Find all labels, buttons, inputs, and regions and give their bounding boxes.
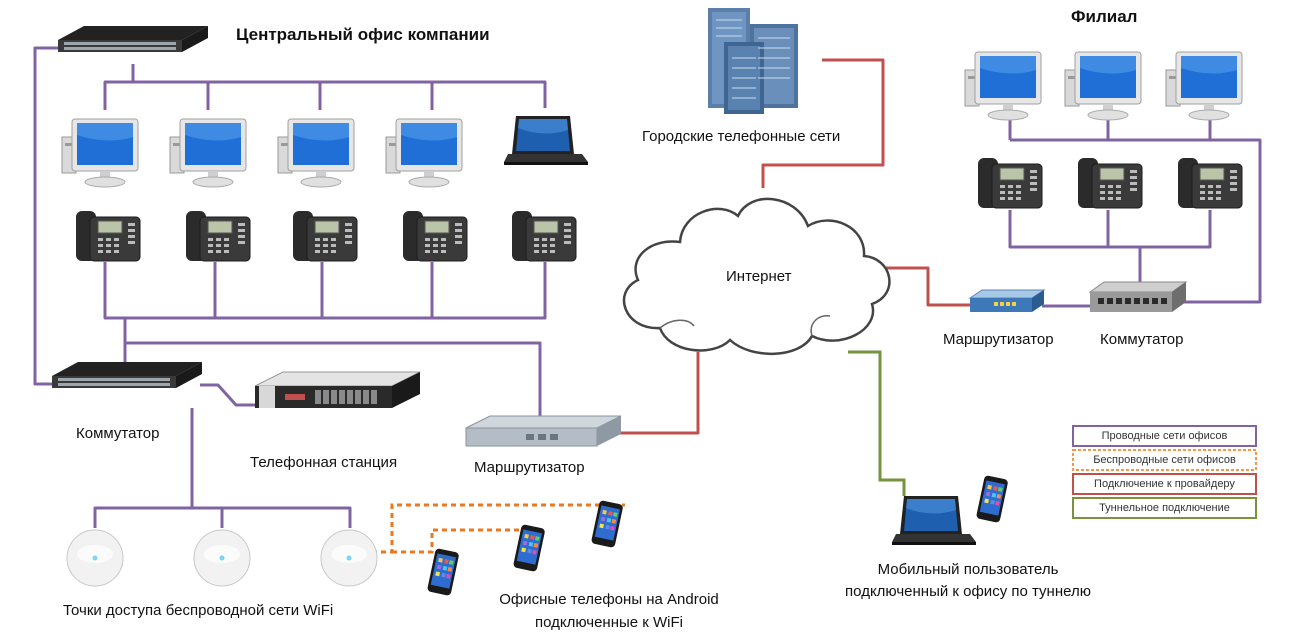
mobile-user-label-line2: подключенный к офису по туннелю <box>845 583 1091 600</box>
pbx-label: Телефонная станция <box>250 454 398 471</box>
tunnel-link <box>848 350 906 496</box>
ip-phone-icon <box>977 157 1043 209</box>
datacenter-building-icon <box>708 8 798 114</box>
legend-swatch-wired <box>1072 425 1257 447</box>
branch-title: Филиал <box>1071 7 1138 26</box>
main-switch-label: Коммутатор <box>76 425 160 442</box>
smartphone-icon <box>590 500 624 549</box>
smartphone-icon <box>975 475 1009 524</box>
desktop-pc-icon <box>1064 51 1142 121</box>
wifi-ap-label: Точки доступа беспроводной сети WiFi <box>63 602 334 619</box>
legend <box>1072 425 1257 519</box>
legend-swatch-provider <box>1072 473 1257 495</box>
ip-phone-icon <box>1077 157 1143 209</box>
top-switch-icon <box>58 26 208 52</box>
desktop-pc-icon <box>169 118 247 188</box>
ip-phone-icon <box>1177 157 1243 209</box>
ip-phone-icon <box>292 210 358 262</box>
internet-label: Интернет <box>726 268 792 285</box>
ip-phone-icon <box>185 210 251 262</box>
legend-swatch-wireless <box>1072 449 1257 471</box>
legend-tunnel: Туннельное подключение <box>1099 502 1230 514</box>
desktop-pc-icon <box>61 118 139 188</box>
main-switch-icon <box>52 362 202 388</box>
legend-wired: Проводные сети офисов <box>1101 430 1228 442</box>
rack-server-icon <box>254 371 421 408</box>
legend-wireless: Беспроводные сети офисов <box>1093 454 1236 466</box>
city-phone-label: Городские телефонные сети <box>642 128 841 145</box>
ip-phone-icon <box>402 210 468 262</box>
smartphone-icon <box>426 548 460 597</box>
desktop-pc-icon <box>964 51 1042 121</box>
internet-cloud-icon <box>622 197 891 356</box>
central-office-title: Центральный офис компании <box>236 25 490 44</box>
legend-swatch-tunnel <box>1072 497 1257 519</box>
provider-links <box>620 58 970 435</box>
main-router-label: Маршрутизатор <box>474 459 585 476</box>
wired-links <box>33 46 1262 528</box>
ip-phone-icon <box>75 210 141 262</box>
desktop-pc-icon <box>1165 51 1243 121</box>
wifi-access-point-icon <box>66 529 124 587</box>
wifi-access-point-icon <box>193 529 251 587</box>
mobile-user-label-line1: Мобильный пользователь <box>877 561 1059 578</box>
branch-switch-label: Коммутатор <box>1100 331 1184 348</box>
ip-phone-icon <box>511 210 577 262</box>
branch-router-label: Маршрутизатор <box>943 331 1054 348</box>
branch-router-icon <box>968 289 1046 312</box>
desktop-pc-icon <box>277 118 355 188</box>
branch-switch-icon <box>1088 281 1188 312</box>
wireless-links <box>372 503 625 554</box>
laptop-icon <box>504 116 588 165</box>
wifi-access-point-icon <box>320 529 378 587</box>
android-label-line1: Офисные телефоны на Android <box>499 591 719 608</box>
android-label-line2: подключенные к WiFi <box>534 614 684 631</box>
desktop-pc-icon <box>385 118 463 188</box>
legend-provider: Подключение к провайдеру <box>1094 478 1235 490</box>
laptop-icon <box>892 496 976 545</box>
router-icon <box>465 415 622 447</box>
